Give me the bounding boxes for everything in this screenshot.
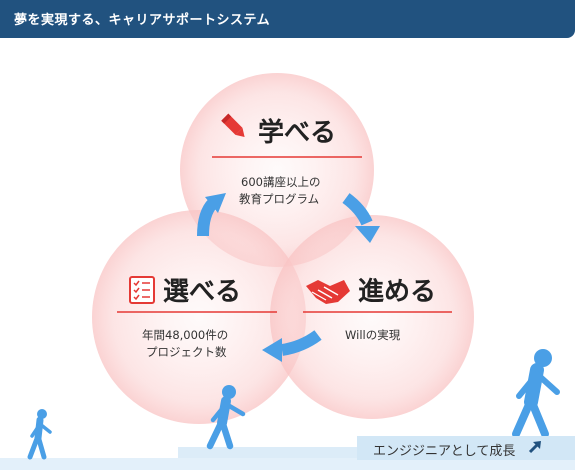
choose-circle	[92, 210, 306, 424]
learn-title: 学べる	[258, 117, 336, 148]
choose-title: 選べる	[163, 277, 241, 307]
arrow-advance-to-choose	[262, 330, 322, 362]
page-title: 夢を実現する、キャリアサポートシステム	[14, 13, 271, 28]
arrow-up-right-icon	[528, 440, 542, 458]
advance-desc-line1: Willの実現	[345, 328, 401, 342]
growth-label-text: エンジジニアとして成長	[373, 444, 516, 459]
arrow-learn-to-advance	[342, 193, 380, 243]
handshake-icon	[306, 280, 350, 304]
growth-step-label: エンジジニアとして成長	[357, 436, 575, 460]
learn-desc-line1: 600講座以上の	[241, 175, 320, 189]
learn-desc-line2: 教育プログラム	[239, 192, 319, 206]
floor-step	[0, 458, 575, 470]
header-bar: 夢を実現する、キャリアサポートシステム	[0, 0, 575, 38]
choose-desc-line1: 年間48,000件の	[142, 328, 228, 342]
choose-desc-line2: プロジェクト数	[146, 345, 227, 359]
arrow-choose-to-learn	[197, 193, 226, 237]
advance-title: 進める	[358, 277, 436, 307]
advance-circle	[270, 215, 474, 419]
checklist-icon	[129, 276, 155, 304]
small-walking-figure	[27, 409, 52, 460]
medium-walking-figure	[206, 385, 246, 450]
large-walking-figure	[512, 349, 560, 438]
pencil-icon	[221, 113, 245, 138]
